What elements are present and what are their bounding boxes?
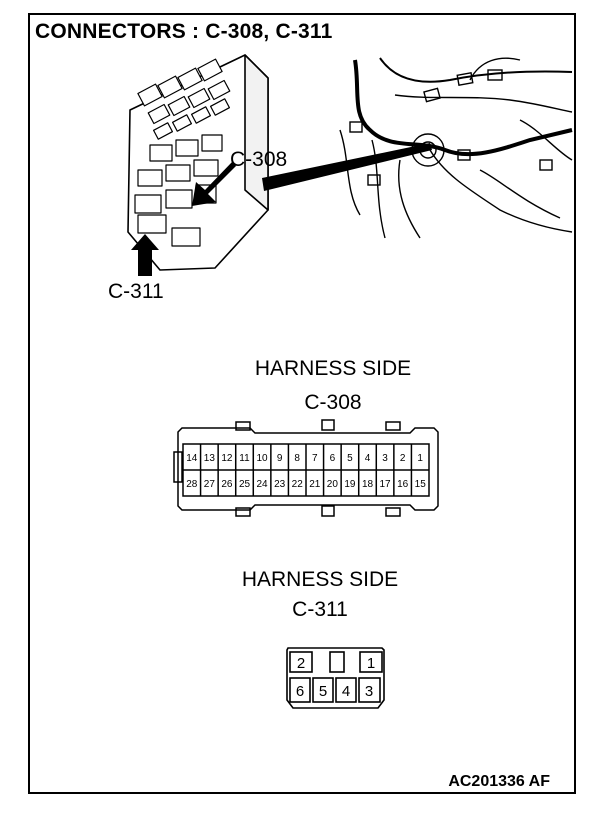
c311-pin-4: 4 — [342, 683, 350, 700]
c308-pin-label: 27 — [204, 479, 216, 490]
c308-pin-label: 8 — [294, 453, 300, 464]
c308-pin-label: 24 — [257, 479, 269, 490]
c308-pin-label: 2 — [400, 453, 406, 464]
c308-pin-label: 5 — [347, 453, 353, 464]
c311-pin-3: 3 — [365, 683, 373, 700]
c308-pin-label: 10 — [257, 453, 269, 464]
wiring-harness-drawing — [339, 57, 573, 239]
c308-callout-label: C-308 — [230, 148, 288, 171]
c308-pin-label: 16 — [397, 479, 409, 490]
c311-harness-side-heading: HARNESS SIDE — [241, 568, 399, 591]
figure-code: AC201336 AF — [448, 773, 550, 790]
figure-frame — [28, 13, 576, 794]
c311-connector-name: C-311 — [292, 598, 348, 621]
c308-arrow — [192, 162, 240, 206]
c311-arrow — [131, 234, 159, 276]
c308-pin-label: 4 — [365, 453, 371, 464]
c308-pin-label: 12 — [221, 453, 233, 464]
c308-pin-label: 15 — [415, 479, 427, 490]
c308-pin-label: 21 — [309, 479, 321, 490]
c308-pin-label: 20 — [327, 479, 339, 490]
c311-pin-5: 5 — [319, 683, 327, 700]
c308-pin-label: 7 — [312, 453, 318, 464]
c308-pin-label: 6 — [330, 453, 336, 464]
c308-pin-label: 11 — [239, 453, 250, 464]
c308-pin-label: 23 — [274, 479, 286, 490]
c308-pin-label: 9 — [277, 453, 283, 464]
c311-callout-label: C-311 — [108, 280, 164, 303]
figure-title: CONNECTORS : C-308, C-311 — [35, 20, 333, 43]
junction-block-drawing — [127, 54, 269, 271]
c311-pin-1: 1 — [367, 655, 375, 672]
c311-pin-6: 6 — [296, 683, 304, 700]
c308-pin-label: 14 — [186, 453, 198, 464]
c308-pin-label: 26 — [221, 479, 233, 490]
c308-leader-line — [262, 143, 432, 191]
c308-pin-label: 3 — [382, 453, 388, 464]
c308-pin-label: 25 — [239, 479, 251, 490]
c308-pin-label: 28 — [186, 479, 198, 490]
c308-harness-side-heading: HARNESS SIDE — [254, 357, 412, 380]
c308-pin-label: 13 — [204, 453, 216, 464]
c308-connector-name: C-308 — [304, 391, 362, 414]
c308-pin-label: 18 — [362, 479, 374, 490]
c308-pin-label: 17 — [380, 479, 392, 490]
c311-pin-2: 2 — [297, 655, 305, 672]
c308-pin-label: 19 — [344, 479, 356, 490]
c308-pin-label: 1 — [417, 453, 423, 464]
c308-pin-label: 22 — [292, 479, 304, 490]
